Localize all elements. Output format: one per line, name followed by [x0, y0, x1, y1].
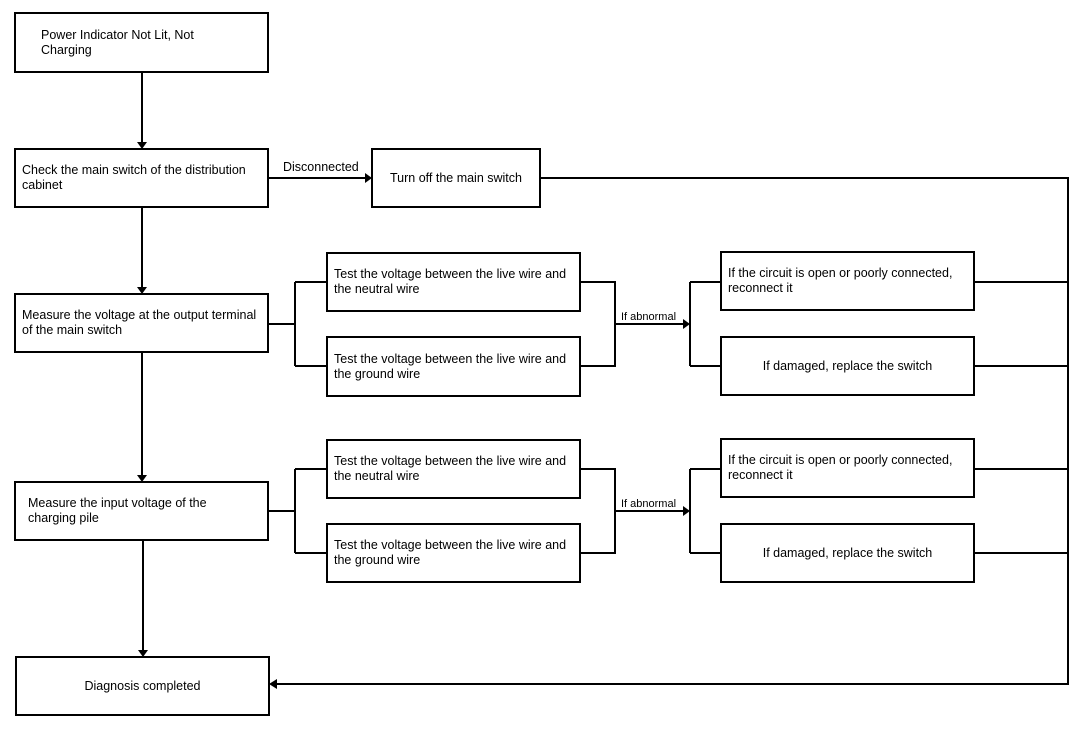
- test-live-ground-label-2: Test the voltage between the live wire a…: [334, 538, 567, 567]
- edge-group2-fix-outputs: [974, 468, 1068, 554]
- edge-group1-fork: [268, 281, 327, 367]
- test-live-ground-node-1: Test the voltage between the live wire a…: [326, 336, 581, 397]
- measure-output-terminal-label: Measure the voltage at the output termin…: [22, 308, 257, 337]
- test-live-ground-node-2: Test the voltage between the live wire a…: [326, 523, 581, 583]
- measure-output-terminal-node: Measure the voltage at the output termin…: [14, 293, 269, 353]
- edge-return-line: [277, 177, 1069, 685]
- if-abnormal-label-2: If abnormal: [621, 498, 677, 510]
- start-node-label: Power Indicator Not Lit, Not Charging: [41, 27, 194, 57]
- measure-input-voltage-label: Measure the input voltage of the chargin…: [28, 496, 207, 525]
- replace-switch-label-2: If damaged, replace the switch: [762, 545, 933, 560]
- reconnect-label-2: If the circuit is open or poorly connect…: [728, 453, 953, 482]
- test-live-ground-label-1: Test the voltage between the live wire a…: [334, 351, 567, 381]
- disconnected-label: Disconnected: [283, 160, 359, 174]
- arrowhead-return-to-diagnosis: [269, 679, 277, 689]
- edge-group1-merge: [580, 281, 683, 367]
- edge-group2-merge: [580, 468, 683, 554]
- arrowhead-to-fixes-1: [683, 319, 690, 329]
- arrowhead-to-diagnosis: [138, 650, 148, 657]
- arrowhead-to-check: [137, 142, 147, 149]
- diagnosis-completed-label: Diagnosis completed: [84, 678, 201, 693]
- reconnect-node-2: If the circuit is open or poorly connect…: [720, 438, 975, 498]
- test-live-neutral-node-1: Test the voltage between the live wire a…: [326, 252, 581, 312]
- turn-off-main-switch-node: Turn off the main switch: [371, 148, 541, 208]
- reconnect-label-1: If the circuit is open or poorly connect…: [728, 266, 953, 295]
- arrowhead-to-measure-input: [137, 475, 147, 482]
- edge-group1-fix-fork: [689, 281, 721, 367]
- reconnect-node-1: If the circuit is open or poorly connect…: [720, 251, 975, 311]
- arrowhead-to-measure-output: [137, 287, 147, 294]
- edge-group1-fix-outputs: [974, 281, 1068, 367]
- replace-switch-node-2: If damaged, replace the switch: [720, 523, 975, 583]
- turn-off-main-switch-label: Turn off the main switch: [389, 170, 522, 185]
- diagnosis-completed-node: Diagnosis completed: [15, 656, 270, 716]
- if-abnormal-label-1: If abnormal: [621, 311, 677, 323]
- test-live-neutral-node-2: Test the voltage between the live wire a…: [326, 439, 581, 499]
- check-main-switch-label: Check the main switch of the distributio…: [22, 163, 246, 192]
- replace-switch-node-1: If damaged, replace the switch: [720, 336, 975, 396]
- edge-group2-fork: [268, 468, 327, 554]
- test-live-neutral-label-1: Test the voltage between the live wire a…: [334, 267, 567, 296]
- arrowhead-to-turn-off: [365, 173, 372, 183]
- measure-input-voltage-node: Measure the input voltage of the chargin…: [14, 481, 269, 541]
- edge-group2-fix-fork: [689, 468, 721, 554]
- replace-switch-label-1: If damaged, replace the switch: [762, 358, 933, 373]
- check-main-switch-node: Check the main switch of the distributio…: [14, 148, 269, 208]
- start-node: Power Indicator Not Lit, Not Charging: [14, 12, 269, 73]
- arrowhead-to-fixes-2: [683, 506, 690, 516]
- test-live-neutral-label-2: Test the voltage between the live wire a…: [334, 454, 567, 483]
